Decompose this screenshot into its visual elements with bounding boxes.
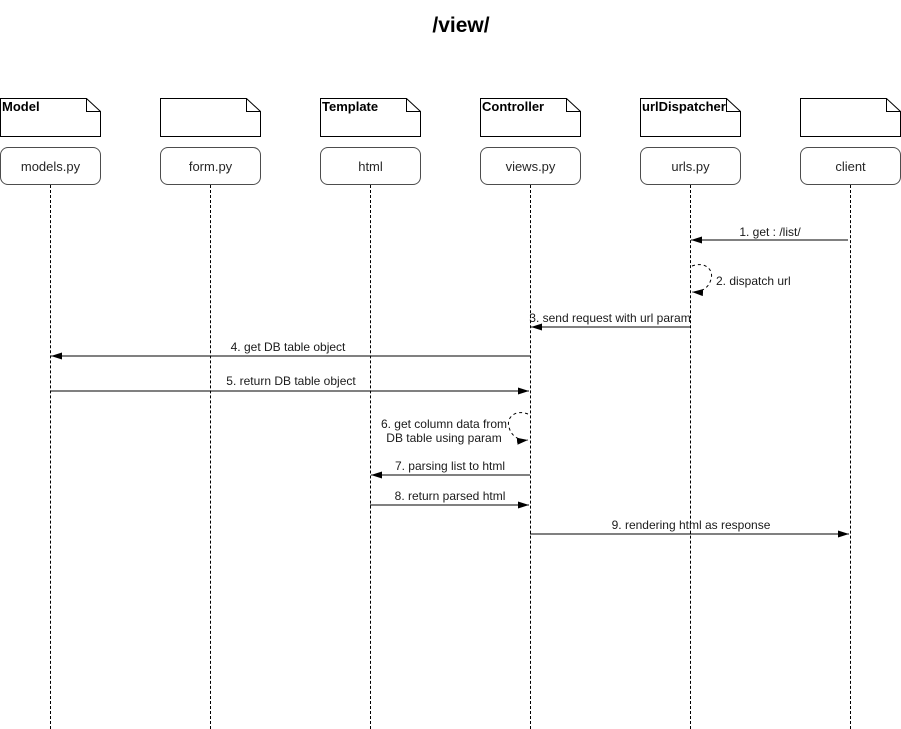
actor-name-box: urls.py xyxy=(640,147,741,185)
actor-stereotype: Template xyxy=(322,99,379,114)
actor-urldispatcher: urlDispatcher urls.py xyxy=(640,98,741,729)
actor-model: Model models.py xyxy=(0,98,101,729)
note-shape-icon xyxy=(160,98,261,137)
message-label-3: 3. send request with url param xyxy=(529,311,691,325)
actor-name: html xyxy=(358,158,383,174)
actor-template: Template html xyxy=(320,98,421,729)
note-shape-icon xyxy=(320,98,421,137)
note-shape-icon xyxy=(640,98,741,137)
actor-name: client xyxy=(835,158,866,174)
message-label-7: 7. parsing list to html xyxy=(394,459,506,473)
actor-stereotype: urlDispatcher xyxy=(642,99,726,114)
actor-form: form.py xyxy=(160,98,261,729)
note-head-model: Model xyxy=(0,98,101,137)
message-label-1: 1. get : /list/ xyxy=(739,225,801,239)
actor-name-box: html xyxy=(320,147,421,185)
message-label-5: 5. return DB table object xyxy=(226,374,356,388)
message-label-6: 6. get column data from DB table using p… xyxy=(376,417,512,445)
note-head-controller: Controller xyxy=(480,98,581,137)
message-label-6-line2: DB table using param xyxy=(386,431,502,445)
note-head-template: Template xyxy=(320,98,421,137)
actor-name: urls.py xyxy=(671,158,710,174)
note-shape-icon xyxy=(480,98,581,137)
actor-name-box: client xyxy=(800,147,901,185)
message-label-2: 2. dispatch url xyxy=(716,274,791,288)
actor-stereotype: Controller xyxy=(482,99,545,114)
lifeline-html xyxy=(370,185,371,729)
lifeline-models-py xyxy=(50,185,51,729)
message-label-6-line1: 6. get column data from xyxy=(380,417,508,431)
actor-name: views.py xyxy=(505,158,556,174)
lifeline-form-py xyxy=(210,185,211,729)
message-label-8: 8. return parsed html xyxy=(394,489,506,503)
note-head-urldispatcher: urlDispatcher xyxy=(640,98,741,137)
lifeline-views-py xyxy=(530,185,531,729)
actor-name-box: models.py xyxy=(0,147,101,185)
diagram-title: /view/ xyxy=(432,14,490,37)
note-head-form xyxy=(160,98,261,137)
message-label-9: 9. rendering html as response xyxy=(611,518,771,532)
note-shape-icon xyxy=(0,98,101,137)
actor-name-box: form.py xyxy=(160,147,261,185)
actor-client: client xyxy=(800,98,901,729)
lifeline-urls-py xyxy=(690,185,691,729)
actor-controller: Controller views.py xyxy=(480,98,581,729)
lifeline-client xyxy=(850,185,851,729)
actor-name-box: views.py xyxy=(480,147,581,185)
actor-name: form.py xyxy=(188,158,233,174)
actor-name: models.py xyxy=(20,158,81,174)
message-arrow-2-dispatch-url-self-loop xyxy=(691,264,713,297)
actor-stereotype: Model xyxy=(2,99,40,114)
message-label-4: 4. get DB table object xyxy=(230,340,346,354)
